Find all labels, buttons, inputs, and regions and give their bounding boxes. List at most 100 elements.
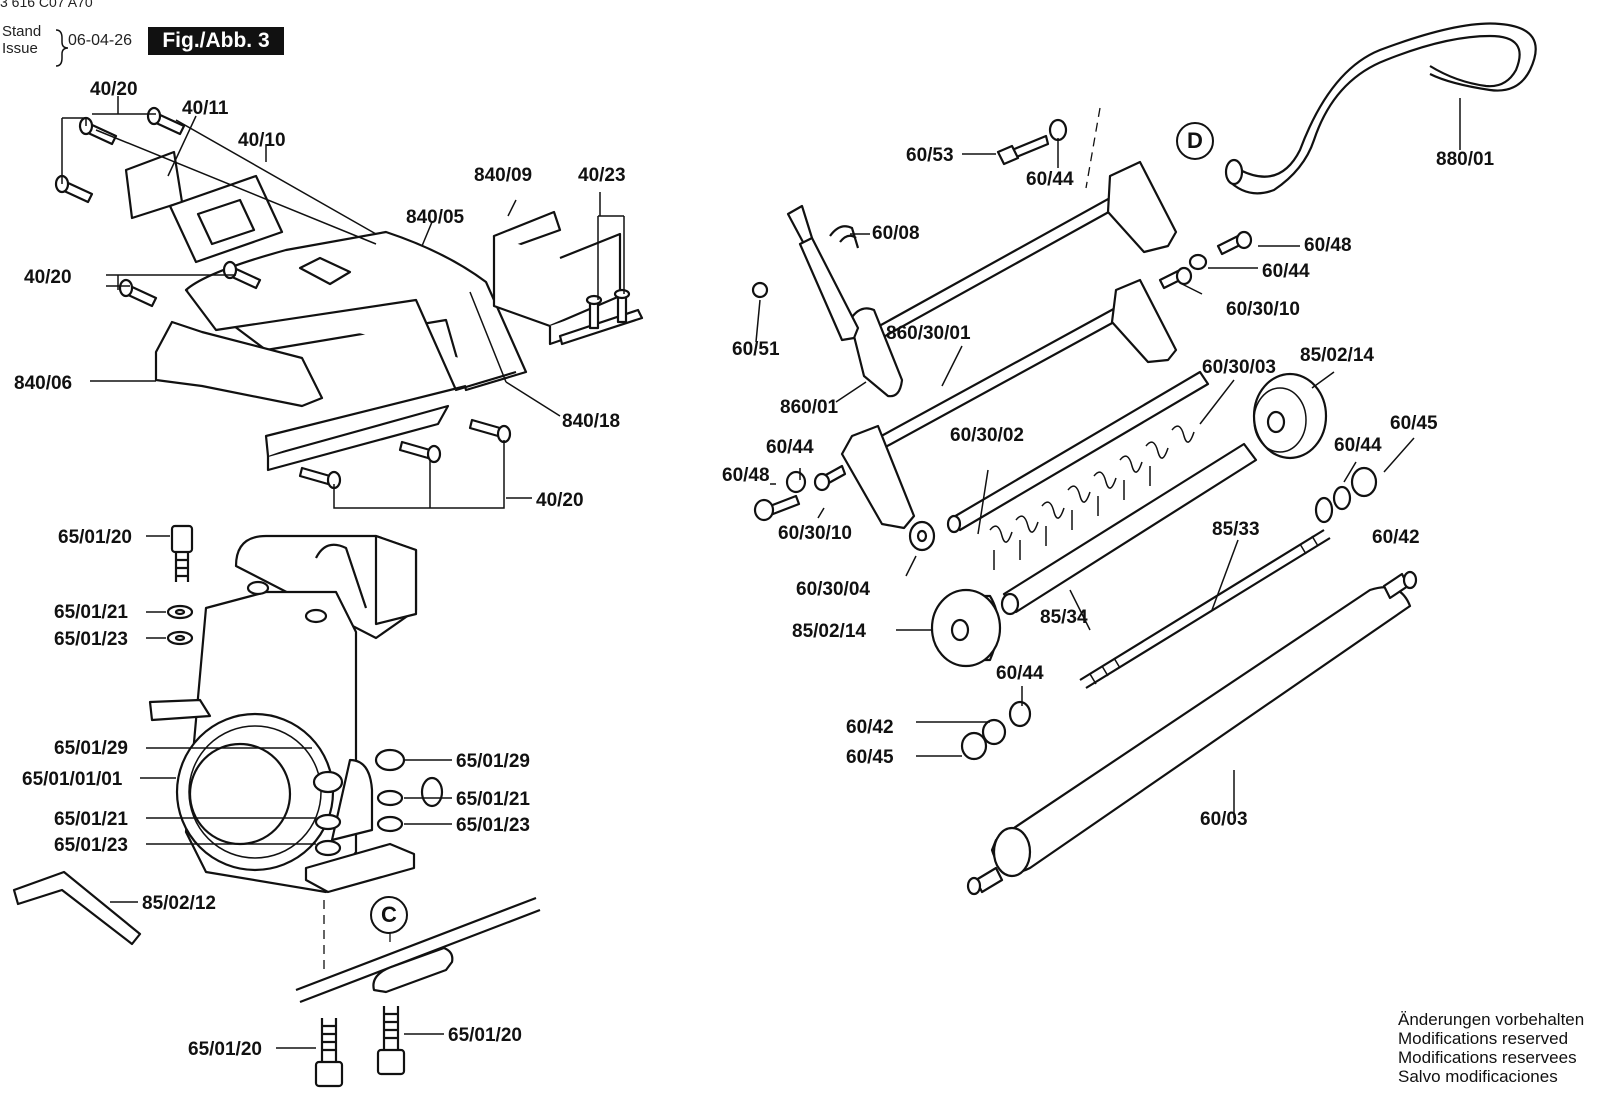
- part-label-60-08: 60/08: [872, 223, 920, 244]
- bracket-840-09: [492, 210, 644, 346]
- callout-c: C: [370, 896, 408, 934]
- part-label-85-33: 85/33: [1212, 519, 1260, 540]
- leader-lines-engine: [110, 535, 452, 1049]
- notice-line: Änderungen vorbehalten: [1398, 1010, 1585, 1029]
- notice-line: Modifications reservees: [1398, 1048, 1577, 1067]
- fasteners-right-axle: [1314, 466, 1378, 524]
- part-label-60-44: 60/44: [1026, 169, 1074, 190]
- leader-lines-top-left: [61, 96, 625, 509]
- hex-key-85-02-12: [12, 870, 142, 946]
- axle-85-33: [1079, 529, 1331, 689]
- part-label-60-44: 60/44: [766, 437, 814, 458]
- clip-60-08: [829, 225, 860, 249]
- doc-number: 3 616 C07 A70: [0, 0, 93, 10]
- part-label-85-02-12: 85/02/12: [142, 893, 216, 914]
- fasteners-lower-left: [753, 464, 847, 522]
- part-label-65-01-20: 65/01/20: [58, 527, 132, 548]
- screw-group-40-23: [585, 288, 631, 330]
- part-label-40-10: 40/10: [238, 130, 286, 151]
- part-label-65-01-20: 65/01/20: [448, 1025, 522, 1046]
- part-label-840-06: 840/06: [14, 373, 73, 394]
- part-label-60-48: 60/48: [722, 465, 770, 486]
- part-label-840-09: 840/09: [474, 165, 533, 186]
- part-label-65-01-29: 65/01/29: [54, 738, 128, 759]
- part-label-65-01-01-01: 65/01/01/01: [22, 769, 123, 790]
- part-label-85-02-14: 85/02/14: [1300, 345, 1374, 366]
- issue-label: Issue: [2, 40, 38, 57]
- part-label-65-01-20: 65/01/20: [188, 1039, 262, 1060]
- rod-60-30-03: [946, 370, 1210, 534]
- guide-dashes-d: [1085, 107, 1101, 189]
- frame-upper-860: [786, 160, 1178, 398]
- fasteners-left-axle: [960, 700, 1032, 761]
- part-label-840-18: 840/18: [562, 411, 621, 432]
- engine-65-01-01-01: [148, 534, 444, 894]
- part-label-65-01-21: 65/01/21: [54, 809, 128, 830]
- part-label-85-02-14: 85/02/14: [792, 621, 866, 642]
- handle-880-01-inner: [1227, 34, 1521, 195]
- part-label-860-30-01: 860/30/01: [886, 323, 971, 344]
- notice-line: Modifications reserved: [1398, 1029, 1569, 1048]
- handle-880-01-outer: [1239, 22, 1537, 178]
- part-label-840-05: 840/05: [406, 207, 465, 228]
- plate-40-10: [168, 174, 284, 264]
- stand-issue-brace: [55, 29, 69, 67]
- engine-fasteners-top: [166, 524, 194, 646]
- part-label-60-44: 60/44: [1262, 261, 1310, 282]
- part-label-60-42: 60/42: [846, 717, 894, 738]
- nut-60-51: [751, 281, 769, 299]
- part-label-60-45: 60/45: [846, 747, 894, 768]
- part-label-40-20: 40/20: [90, 79, 138, 100]
- part-label-60-30-03: 60/30/03: [1202, 357, 1276, 378]
- engine-fasteners-side: [312, 748, 406, 857]
- springs-60-30-03: [989, 425, 1195, 570]
- part-label-860-01: 860/01: [780, 397, 839, 418]
- callout-d: D: [1176, 122, 1214, 160]
- part-label-60-45: 60/45: [1390, 413, 1438, 434]
- issue-date: 06-04-26: [68, 32, 133, 49]
- part-label-60-30-10: 60/30/10: [1226, 299, 1300, 320]
- wheel-85-02-14-upper: [1252, 372, 1328, 460]
- part-label-60-44: 60/44: [1334, 435, 1382, 456]
- screw-group-40-20-left: [118, 260, 262, 308]
- fasteners-upper-right: [1158, 230, 1253, 290]
- part-label-40-20: 40/20: [24, 267, 72, 288]
- frame-bolts-bottom: [314, 1006, 406, 1088]
- rod-85-34: [1000, 442, 1258, 616]
- frame-rails: [295, 896, 541, 1004]
- screw-group-40-20-bottom: [298, 418, 512, 490]
- frame-lower-860-30-01: [840, 278, 1178, 530]
- part-label-880-01: 880/01: [1436, 149, 1495, 170]
- screw-group-40-20-top: [54, 106, 186, 204]
- part-label-65-01-23: 65/01/23: [54, 835, 128, 856]
- part-label-65-01-23: 65/01/23: [456, 815, 530, 836]
- part-label-60-30-10: 60/30/10: [778, 523, 852, 544]
- part-label-65-01-21: 65/01/21: [54, 602, 128, 623]
- part-label-40-20: 40/20: [536, 490, 584, 511]
- part-label-65-01-29: 65/01/29: [456, 751, 530, 772]
- stand-label: Stand: [2, 23, 42, 40]
- handle-end-880-01: [1224, 158, 1244, 186]
- part-label-60-44: 60/44: [996, 663, 1044, 684]
- screw-60-53: [996, 118, 1068, 166]
- wheel-85-02-14-lower: [930, 588, 1002, 668]
- part-label-60-03: 60/03: [1200, 809, 1248, 830]
- leader-lines-right: [755, 138, 1415, 818]
- part-label-65-01-21: 65/01/21: [456, 789, 530, 810]
- part-label-85-34: 85/34: [1040, 607, 1088, 628]
- part-label-40-11: 40/11: [182, 98, 229, 119]
- part-label-65-01-23: 65/01/23: [54, 629, 128, 650]
- side-panel-840-06: [154, 320, 324, 408]
- figure-badge: Fig./Abb. 3: [148, 27, 284, 55]
- spacer-60-30-04: [908, 520, 936, 552]
- part-label-60-51: 60/51: [732, 339, 780, 360]
- part-label-60-53: 60/53: [906, 145, 954, 166]
- part-label-60-30-02: 60/30/02: [950, 425, 1024, 446]
- notice-line: Salvo modificaciones: [1398, 1067, 1558, 1086]
- housing-840-05: [184, 230, 528, 472]
- part-label-60-30-04: 60/30/04: [796, 579, 870, 600]
- modifications-notice: Änderungen vorbehalten Modifications res…: [1398, 1010, 1584, 1086]
- part-label-40-23: 40/23: [578, 165, 626, 186]
